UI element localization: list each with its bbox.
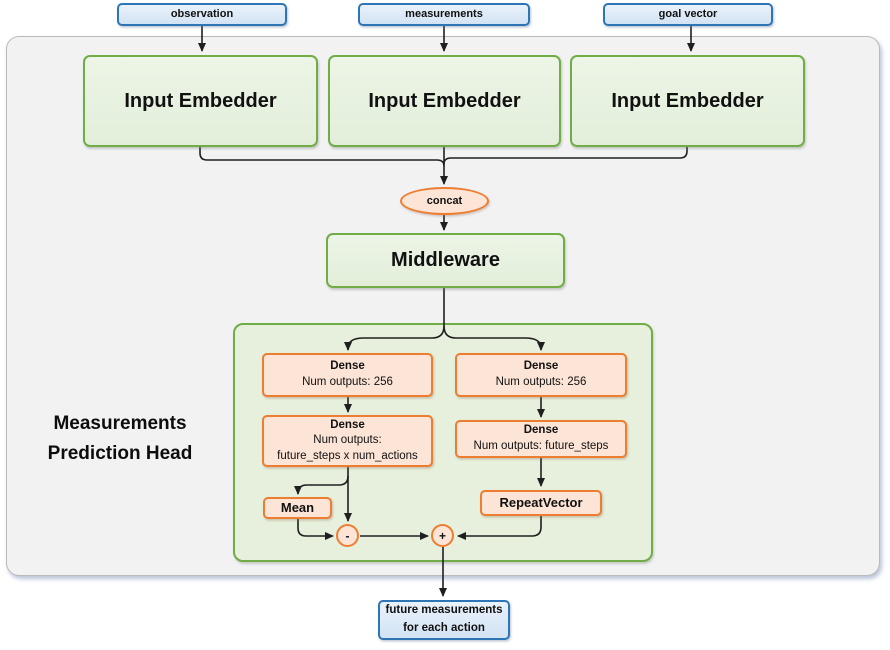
input-box-observation: observation bbox=[117, 3, 287, 26]
goal-vector-label: goal vector bbox=[658, 7, 718, 20]
dense-right-1-outputs: Num outputs: 256 bbox=[495, 376, 587, 388]
dense-left-1-outputs: Num outputs: 256 bbox=[302, 376, 393, 388]
dense-right-2-title: Dense bbox=[523, 424, 559, 437]
middleware-label: Middleware bbox=[391, 249, 500, 271]
input-embedder-box-2: Input Embedder bbox=[328, 55, 561, 147]
input-embedder-label-3: Input Embedder bbox=[611, 89, 764, 112]
input-embedder-label-2: Input Embedder bbox=[368, 89, 521, 112]
dense-right-2-outputs: Num outputs: future_steps bbox=[473, 440, 609, 452]
dense-box-left-2: Dense Num outputs: future_steps x num_ac… bbox=[262, 415, 433, 467]
mean-label: Mean bbox=[280, 500, 315, 516]
dense-box-left-1: Dense Num outputs: 256 bbox=[262, 353, 433, 397]
input-embedder-box-1: Input Embedder bbox=[83, 55, 318, 147]
observation-label: observation bbox=[170, 7, 234, 20]
input-box-goal-vector: goal vector bbox=[603, 3, 773, 26]
add-node: + bbox=[431, 524, 454, 547]
output-label-line2: for each action bbox=[403, 622, 485, 634]
output-label-line1: future measurements bbox=[385, 604, 503, 617]
subtract-symbol: - bbox=[345, 528, 350, 543]
mean-box: Mean bbox=[263, 497, 332, 519]
input-embedder-box-3: Input Embedder bbox=[570, 55, 805, 147]
dense-left-2-title: Dense bbox=[330, 418, 365, 431]
repeat-vector-label: RepeatVector bbox=[499, 495, 583, 511]
dense-left-2-outputs: Num outputs: bbox=[313, 434, 382, 447]
dense-left-2-outputs-2: future_steps x num_actions bbox=[277, 449, 418, 462]
measurements-label: measurements bbox=[405, 7, 483, 20]
middleware-box: Middleware bbox=[326, 233, 565, 288]
add-symbol: + bbox=[438, 528, 446, 543]
dense-box-right-2: Dense Num outputs: future_steps bbox=[455, 420, 627, 458]
input-embedder-label-1: Input Embedder bbox=[124, 89, 277, 112]
output-box-future-measurements: future measurements for each action bbox=[378, 600, 510, 640]
subtract-node: - bbox=[336, 524, 359, 547]
prediction-head-title-line2: Prediction Head bbox=[47, 443, 193, 465]
prediction-head-title-line1: Measurements bbox=[53, 413, 187, 434]
dense-right-1-title: Dense bbox=[523, 360, 559, 373]
input-box-measurements: measurements bbox=[358, 3, 530, 26]
repeat-vector-box: RepeatVector bbox=[480, 490, 602, 516]
concat-node: concat bbox=[400, 187, 489, 215]
dense-left-1-title: Dense bbox=[330, 360, 365, 373]
prediction-head-title: Measurements Prediction Head bbox=[24, 409, 216, 470]
concat-label: concat bbox=[426, 195, 463, 207]
dense-box-right-1: Dense Num outputs: 256 bbox=[455, 353, 627, 397]
